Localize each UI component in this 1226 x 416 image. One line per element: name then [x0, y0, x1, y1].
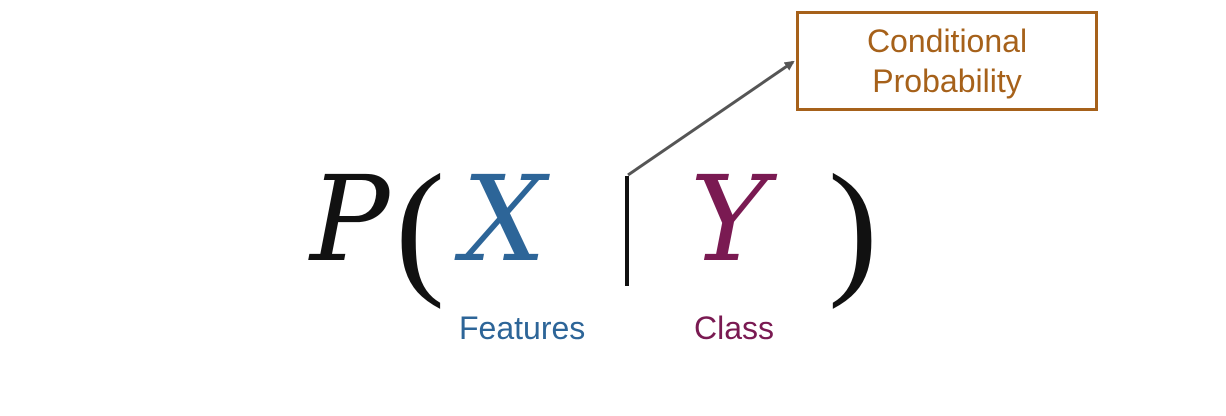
callout-line-2: Probability [872, 63, 1022, 99]
conditional-probability-callout: Conditional Probability [796, 11, 1098, 111]
probability-function-symbol: P [310, 150, 390, 288]
class-label: Class [694, 310, 775, 346]
given-bar [625, 176, 629, 286]
close-parenthesis: ) [828, 144, 878, 310]
class-variable: Y [690, 150, 768, 288]
callout-line-1: Conditional [866, 23, 1028, 59]
open-parenthesis: ( [395, 144, 445, 310]
features-label: Features [459, 310, 586, 346]
features-variable: X [462, 150, 547, 288]
